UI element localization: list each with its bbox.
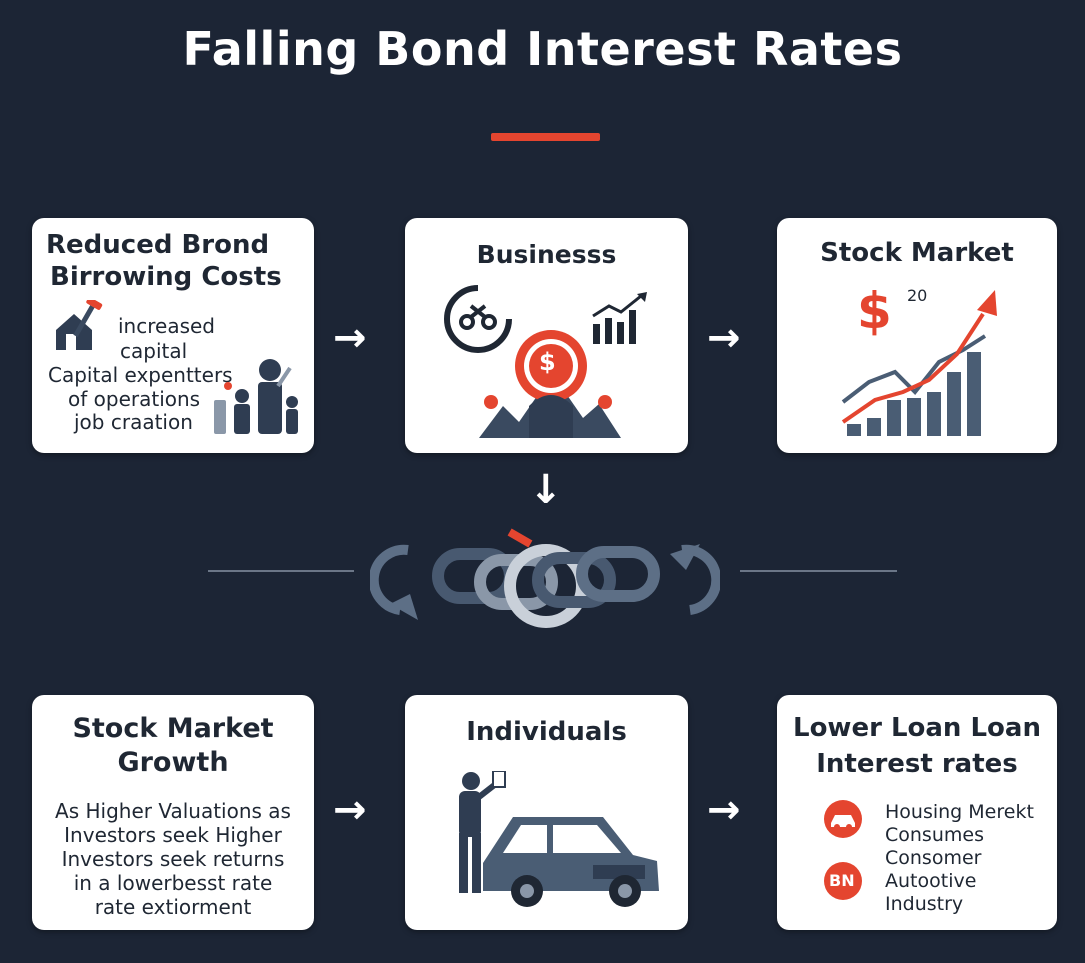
bar-chart-icon — [592, 292, 647, 344]
card-title-line-1: Stock Market — [72, 713, 274, 744]
rising-chart-icon — [841, 290, 997, 436]
card-line-consumes: Consumes — [885, 824, 984, 846]
card-line-increased: increased — [118, 314, 215, 338]
page-title: Falling Bond Interest Rates — [182, 22, 903, 76]
card-lower-loan-rates: Lower Loan Loan Interest rates BN Housin… — [777, 695, 1057, 930]
arrow-down: ↓ — [529, 467, 563, 513]
card-business: Businesss $ — [405, 218, 688, 453]
dollar-icon: $ — [857, 282, 892, 340]
card-line-3: Investors seek returns — [61, 847, 285, 871]
card-line-housing: Housing Merekt — [885, 801, 1034, 823]
card-line-capital-expenditures: Capital expentters — [48, 363, 233, 387]
stock-label-20: 20 — [907, 286, 928, 305]
card-individuals: Individuals — [405, 695, 688, 930]
arrow-right-1: → — [333, 315, 367, 361]
card-title-line-2: Interest rates — [816, 749, 1018, 779]
card-line-autootive: Autootive — [885, 870, 977, 892]
arrow-right-2: → — [707, 315, 741, 361]
card-line-operations: of operations — [68, 387, 201, 411]
card-line-consomer: Consomer — [885, 847, 982, 869]
divider-right — [740, 570, 897, 572]
card-title: Individuals — [466, 717, 627, 747]
divider-left — [208, 570, 354, 572]
family-icon — [214, 359, 298, 434]
card-title-line-1: Reduced Brond — [46, 230, 270, 260]
scissors-icon — [444, 285, 512, 353]
coin-dollar-sign: $ — [539, 348, 556, 376]
card-title-line-2: Birrowing Costs — [50, 262, 282, 292]
card-reduced-borrowing-costs: Reduced Brond Birrowing Costs increased … — [32, 218, 314, 453]
card-line-job-creation: job craation — [74, 410, 193, 434]
bn-badge-text: BN — [829, 871, 855, 890]
card-title-line-2: Growth — [117, 747, 229, 778]
arrow-right-3: → — [333, 787, 367, 833]
card-title-line-1: Lower Loan Loan — [793, 713, 1041, 743]
card-stock-market-growth: Stock Market Growth As Higher Valuations… — [32, 695, 314, 930]
bn-badge-icon — [824, 862, 862, 900]
dollar-coin-icon — [479, 330, 621, 438]
card-line-industry: Industry — [885, 893, 964, 915]
card-line-2: Investors seek Higher — [64, 823, 282, 847]
card-title: Stock Market — [820, 238, 1014, 268]
chain-link-icon — [370, 528, 720, 628]
card-line-1: As Higher Valuations as — [55, 799, 291, 823]
house-hammer-icon — [56, 300, 103, 350]
title-underline — [491, 133, 600, 141]
card-line-capital: capital — [120, 339, 188, 363]
car-badge-icon — [824, 800, 862, 838]
person-car-icon — [459, 771, 659, 907]
car-icon — [483, 817, 659, 907]
arrow-right-4: → — [707, 787, 741, 833]
card-line-4: in a lowerbesst rate — [73, 871, 273, 895]
card-stock-market: Stock Market $ 20 — [777, 218, 1057, 453]
card-title: Businesss — [476, 240, 617, 269]
card-line-5: rate extiorment — [94, 895, 252, 919]
